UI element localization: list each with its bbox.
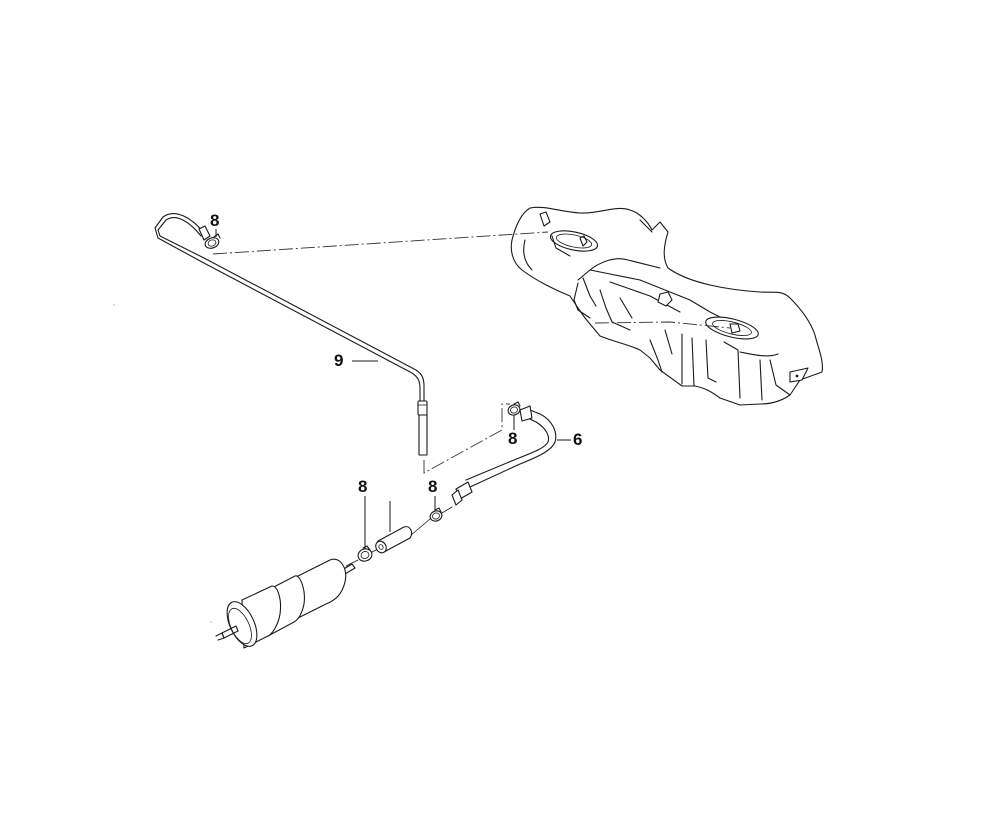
callout-6[interactable]: 6: [573, 430, 583, 449]
assembly-line-mid: [423, 403, 510, 474]
callout-8-right[interactable]: 8: [428, 477, 438, 496]
hose-clamp-left[interactable]: [356, 545, 373, 563]
callout-8-top[interactable]: 8: [210, 211, 220, 230]
fuel-filter[interactable]: [215, 558, 356, 651]
assembly-line-right: [594, 321, 731, 329]
fuel-tank[interactable]: [510, 206, 823, 406]
fuel-hose[interactable]: [451, 405, 557, 506]
axis-line: [441, 506, 453, 514]
axis-line: [409, 518, 431, 537]
callout-9[interactable]: 9: [334, 351, 344, 370]
hose-clamp-top[interactable]: [204, 233, 221, 250]
assembly-line-top: [212, 231, 549, 255]
hose-clamp-mid[interactable]: [507, 401, 522, 417]
axis-line: [345, 559, 359, 567]
hose-clamp-right[interactable]: [429, 507, 444, 523]
callout-8-left[interactable]: 8: [358, 477, 368, 496]
hose-connector[interactable]: [374, 526, 413, 555]
fuel-feed-line[interactable]: [154, 213, 428, 456]
callout-8-mid[interactable]: 8: [508, 429, 518, 448]
